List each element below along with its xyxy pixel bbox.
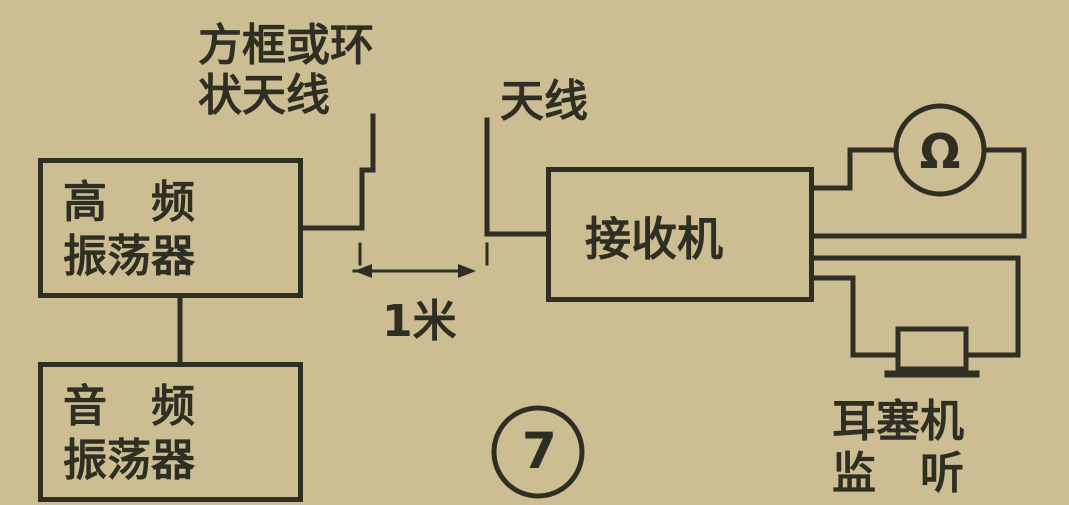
- distance-label: 1米: [382, 296, 457, 347]
- hf-antenna-wire: [300, 113, 376, 231]
- ohm-symbol: Ω: [920, 124, 961, 180]
- receiver-box: 接收机: [546, 167, 814, 302]
- receiver-label: 接收机: [585, 212, 723, 266]
- loop-antenna-label-line1: 方框或环: [198, 20, 374, 71]
- earphone-label-line2: 监 听: [832, 448, 964, 499]
- antenna-label: 天线: [500, 76, 588, 127]
- figure-number-circle: [491, 405, 585, 499]
- hf-oscillator-label-line1: 高 频: [63, 177, 195, 228]
- meter-wire-top: [810, 147, 898, 191]
- earphone-wire-top: [810, 255, 1021, 358]
- earphone-wire-bottom: [810, 275, 901, 358]
- hf-oscillator-box: 高 频 振荡器: [38, 158, 303, 298]
- earphone-label-line1: 耳塞机: [832, 396, 964, 447]
- earphone-icon: [895, 326, 969, 372]
- af-oscillator-label-line2: 振荡器: [63, 435, 195, 486]
- receiver-antenna-wire: [484, 117, 550, 237]
- hf-oscillator-label-line2: 振荡器: [63, 231, 195, 282]
- af-oscillator-label-line1: 音 频: [63, 381, 195, 432]
- loop-antenna-label-line2: 状天线: [198, 70, 330, 121]
- af-oscillator-box: 音 频 振荡器: [38, 362, 303, 502]
- figure-number: 7: [522, 422, 557, 480]
- ohm-meter-icon: [893, 103, 987, 197]
- meter-wire-return: [810, 147, 1027, 239]
